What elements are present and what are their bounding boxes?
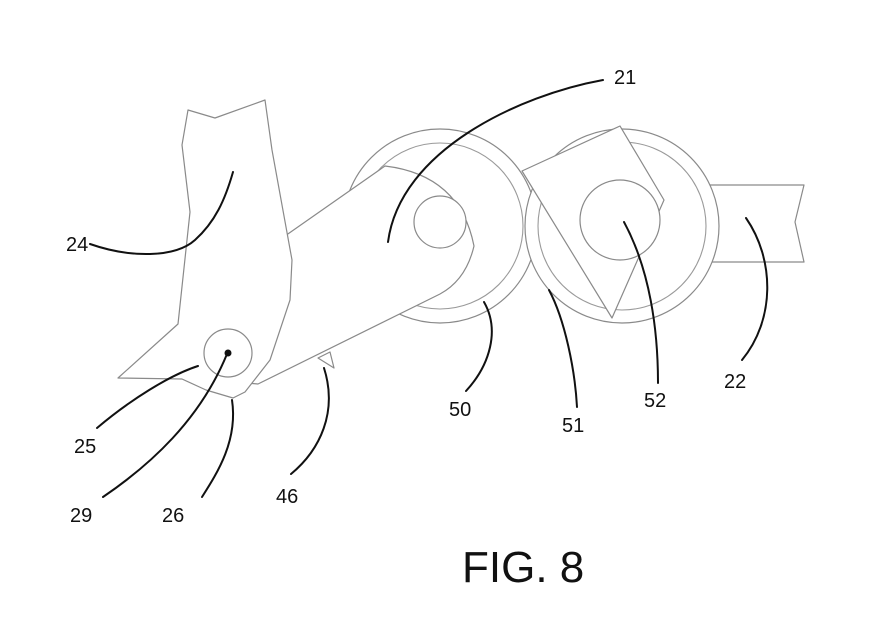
part-52-hub <box>579 179 661 261</box>
leader-52 <box>623 221 659 384</box>
ref-label-21: 21 <box>614 67 636 89</box>
ref-label-24: 24 <box>66 234 88 256</box>
leader-21 <box>387 79 604 243</box>
ref-label-29: 29 <box>70 505 92 527</box>
leader-25 <box>96 365 199 429</box>
leader-26 <box>201 399 235 498</box>
part-24-body <box>117 99 293 399</box>
leader-51 <box>548 289 578 408</box>
part-46-protrusion <box>317 351 335 369</box>
ref-label-26: 26 <box>162 505 184 527</box>
leader-22 <box>741 217 769 361</box>
ref-label-50: 50 <box>449 399 471 421</box>
leader-29 <box>102 353 228 498</box>
figure-caption: FIG. 8 <box>462 543 584 592</box>
leader-46 <box>290 367 330 475</box>
ref-label-46: 46 <box>276 486 298 508</box>
ref-label-22: 22 <box>724 371 746 393</box>
leader-24 <box>89 171 234 256</box>
leader-50 <box>465 301 493 392</box>
lever-pivot-hub <box>413 195 467 249</box>
ref-label-51: 51 <box>562 415 584 437</box>
ref-label-52: 52 <box>644 390 666 412</box>
ref-label-25: 25 <box>74 436 96 458</box>
